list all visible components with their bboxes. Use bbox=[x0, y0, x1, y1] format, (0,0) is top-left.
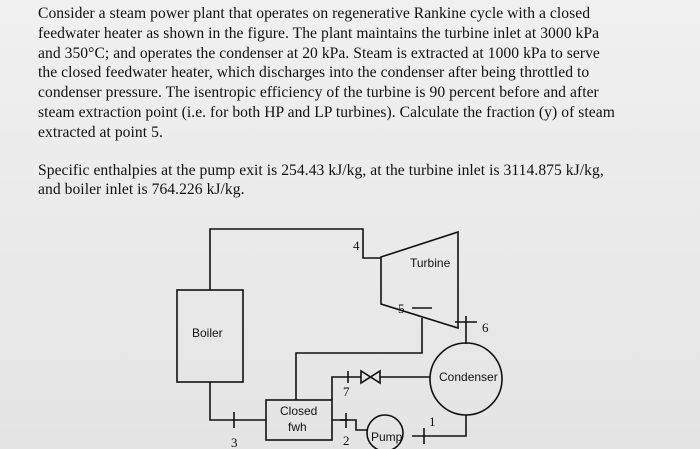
line-state-2 bbox=[332, 419, 367, 431]
line-state-4 bbox=[209, 228, 381, 290]
problem-line: extracted at point 5. bbox=[38, 123, 163, 141]
problem-line: steam extraction point (i.e. for both HP… bbox=[38, 103, 615, 121]
line-state-1 bbox=[412, 415, 467, 437]
state-point-7: 7 bbox=[343, 384, 350, 399]
line-state-5 bbox=[295, 318, 423, 400]
fwh-label-line2: fwh bbox=[288, 420, 307, 434]
line-state-3 bbox=[209, 382, 266, 421]
state-point-5: 5 bbox=[398, 301, 405, 316]
state-point-3: 3 bbox=[231, 435, 238, 449]
fwh-label-line1: Closed bbox=[280, 404, 317, 418]
boiler-label: Boiler bbox=[192, 326, 223, 340]
problem-line: feedwater heater as shown in the figure.… bbox=[38, 24, 600, 42]
pump-circle bbox=[366, 414, 404, 449]
condenser-label: Condenser bbox=[439, 370, 498, 384]
pump-label: Pump bbox=[371, 430, 403, 444]
turbine-label: Turbine bbox=[410, 256, 451, 270]
state-point-4: 4 bbox=[353, 238, 360, 253]
problem-line: condenser pressure. The isentropic effic… bbox=[38, 84, 599, 102]
throttle-valve bbox=[360, 369, 381, 385]
state-point-6: 6 bbox=[482, 320, 489, 335]
problem-statement: Consider a steam power plant that operat… bbox=[38, 4, 688, 200]
state-point-1: 1 bbox=[429, 414, 436, 429]
turbine-shape bbox=[380, 230, 459, 330]
problem-line: and 350°C; and operates the condenser at… bbox=[38, 44, 600, 62]
line-state-7 bbox=[331, 376, 361, 400]
state-point-2: 2 bbox=[343, 433, 350, 448]
problem-line: Consider a steam power plant that operat… bbox=[38, 5, 591, 22]
problem-line: the closed feedwater heater, which disch… bbox=[38, 64, 590, 82]
given-data-line: and boiler inlet is 764.226 kJ/kg. bbox=[38, 181, 245, 199]
given-data-line: Specific enthalpies at the pump exit is … bbox=[38, 161, 604, 179]
